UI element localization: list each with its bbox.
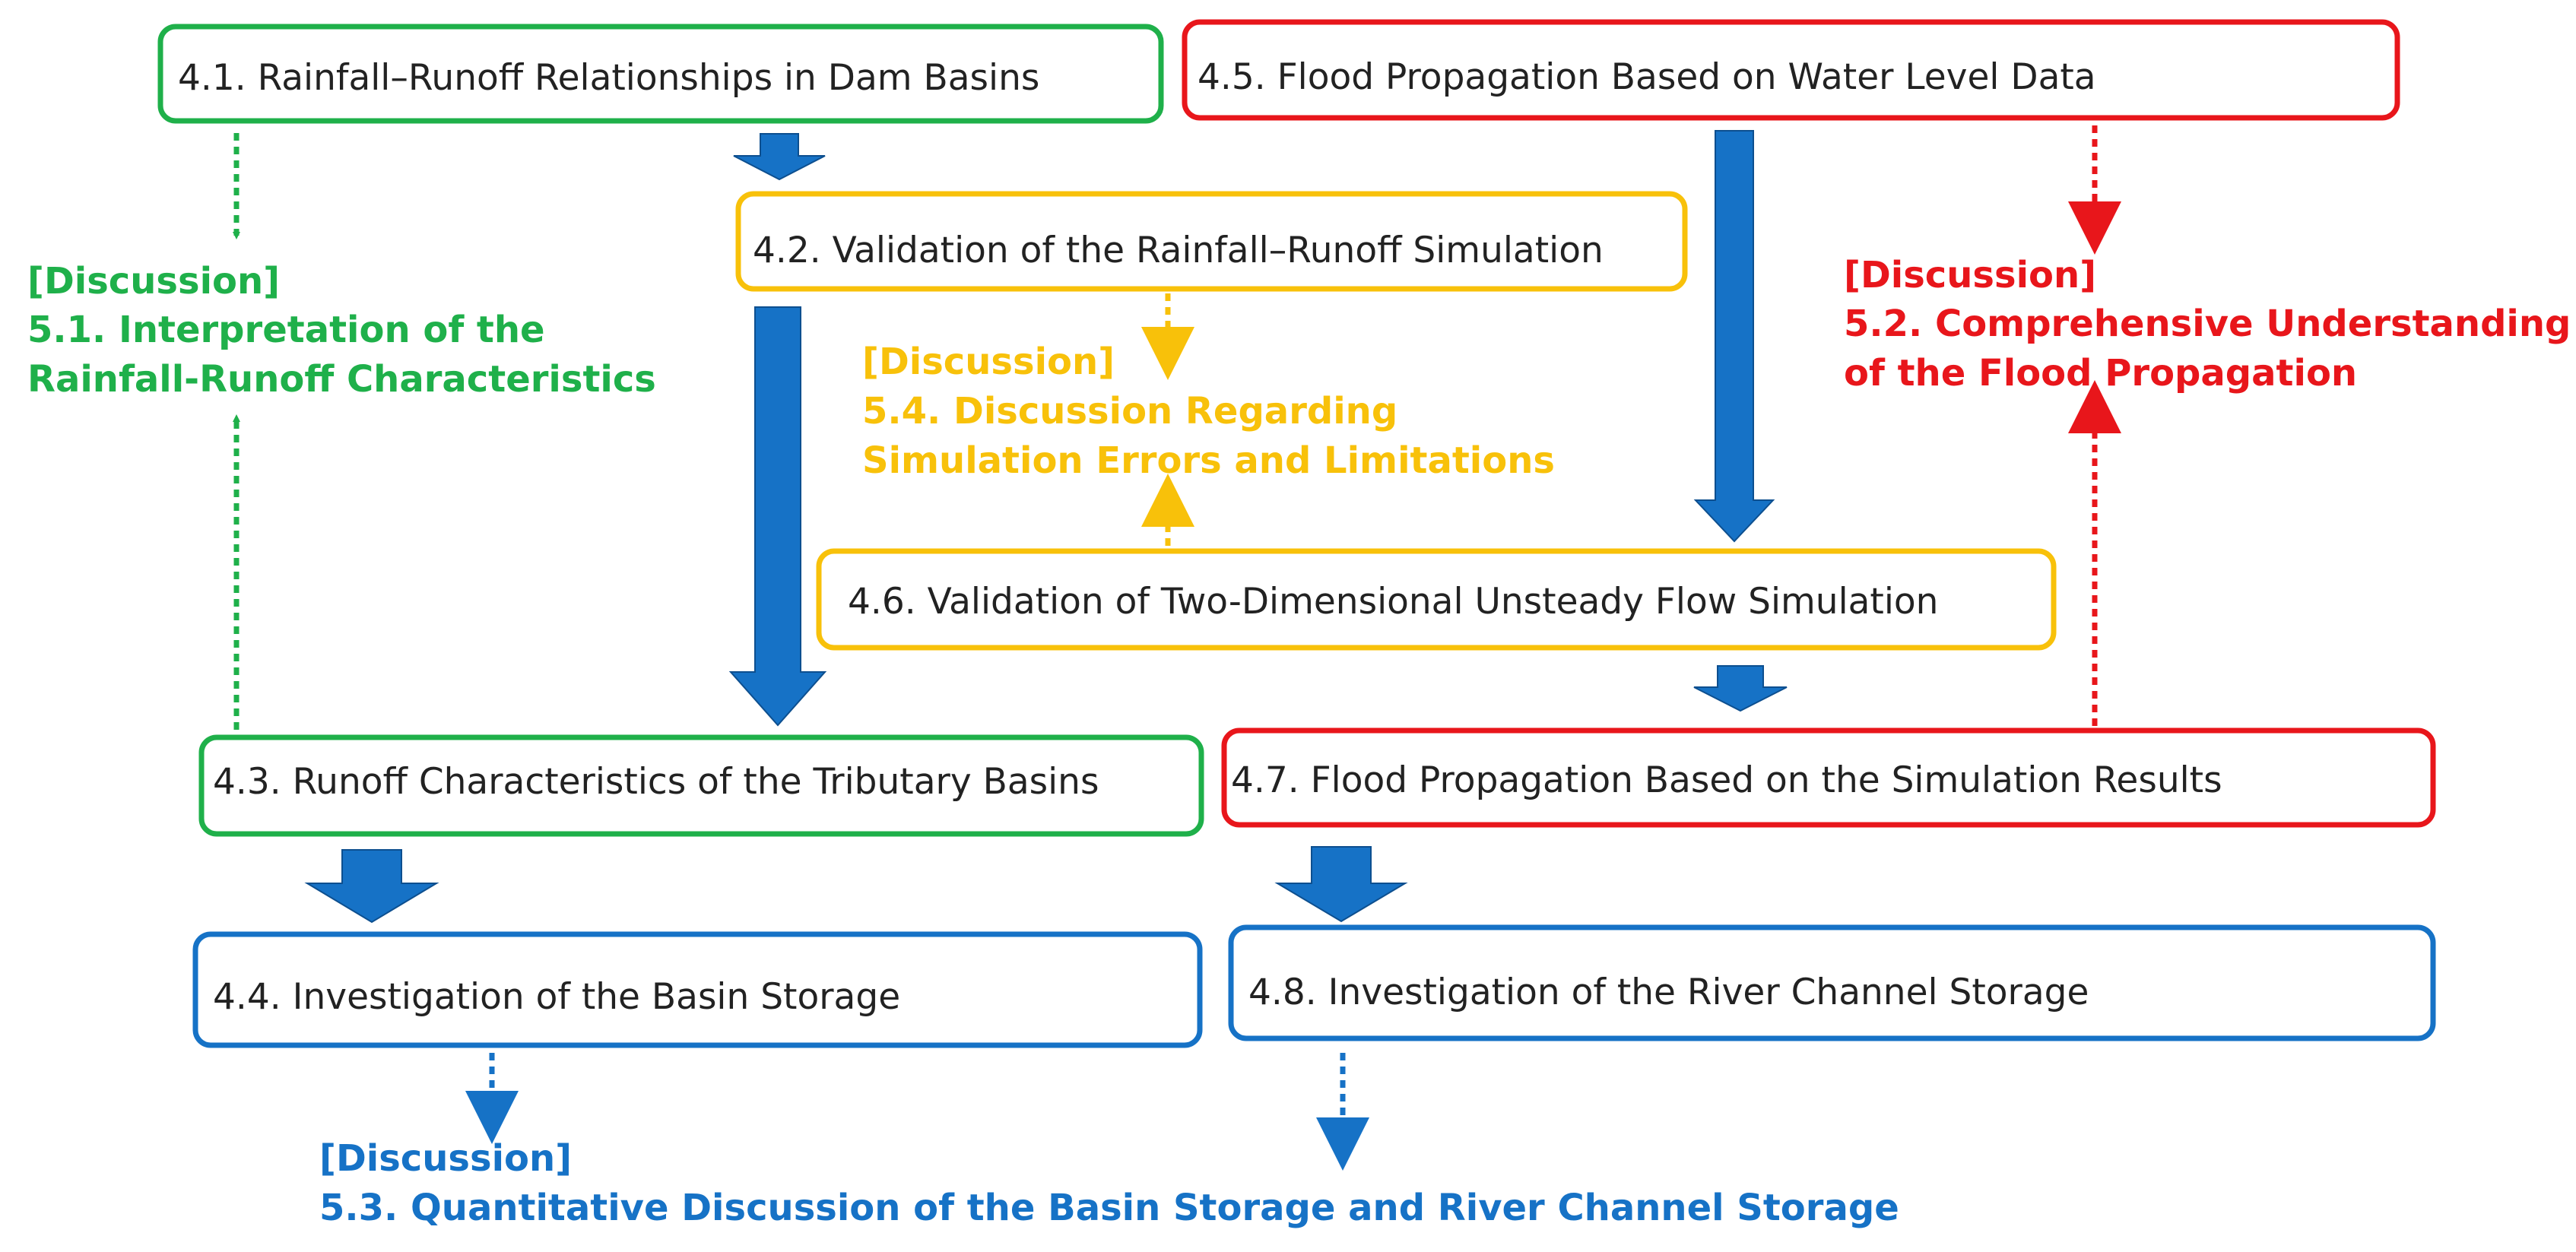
box-4-5-label: 4.5. Flood Propagation Based on Water Le… [1198, 56, 2096, 98]
box-4-3-label: 4.3. Runoff Characteristics of the Tribu… [213, 761, 1099, 803]
discussion-5-1-tag: [Discussion] [27, 260, 280, 303]
box-4-6-label: 4.6. Validation of Two-Dimensional Unste… [848, 581, 1938, 623]
discussion-5-1-line1: 5.1. Interpretation of the [27, 309, 545, 351]
box-4-4-label: 4.4. Investigation of the Basin Storage [213, 976, 900, 1018]
box-4-1-label: 4.1. Rainfall–Runoff Relationships in Da… [178, 57, 1039, 99]
arrow-4-3-to-4-4 [304, 849, 439, 924]
box-4-4: 4.4. Investigation of the Basin Storage [192, 931, 1203, 1048]
arrow-4-5-to-4-6 [1693, 130, 1775, 543]
box-4-8: 4.8. Investigation of the River Channel … [1228, 924, 2436, 1041]
box-4-1: 4.1. Rainfall–Runoff Relationships in Da… [157, 24, 1164, 124]
arrow-4-2-to-4-3 [728, 306, 827, 727]
discussion-5-3-line1: 5.3. Quantitative Discussion of the Basi… [319, 1187, 1899, 1229]
box-4-7: 4.7. Flood Propagation Based on the Simu… [1221, 727, 2436, 828]
discussion-5-4-line2: Simulation Errors and Limitations [862, 439, 1555, 482]
discussion-5-1-line2: Rainfall-Runoff Characteristics [27, 358, 656, 401]
discussion-5-4-line1: 5.4. Discussion Regarding [862, 390, 1397, 433]
arrow-4-1-to-4-2 [733, 133, 826, 181]
box-4-3: 4.3. Runoff Characteristics of the Tribu… [198, 734, 1204, 837]
box-4-8-label: 4.8. Investigation of the River Channel … [1248, 971, 2089, 1013]
arrow-4-6-to-4-7 [1693, 665, 1788, 712]
box-4-7-label: 4.7. Flood Propagation Based on the Simu… [1231, 759, 2222, 801]
box-4-5: 4.5. Flood Propagation Based on Water Le… [1182, 19, 2400, 121]
discussion-5-1: [Discussion] 5.1. Interpretation of the … [27, 260, 656, 401]
discussion-5-2-line2: of the Flood Propagation [1844, 352, 2357, 395]
discussion-5-4-tag: [Discussion] [862, 341, 1115, 383]
discussion-5-3-tag: [Discussion] [319, 1137, 572, 1180]
arrow-4-7-to-4-8 [1274, 846, 1408, 923]
discussion-5-2-line1: 5.2. Comprehensive Understanding [1844, 303, 2571, 345]
box-4-6: 4.6. Validation of Two-Dimensional Unste… [816, 548, 2057, 651]
discussion-5-2: [Discussion] 5.2. Comprehensive Understa… [1844, 254, 2571, 395]
discussion-5-2-tag: [Discussion] [1844, 254, 2096, 296]
box-4-2-label: 4.2. Validation of the Rainfall–Runoff S… [753, 230, 1604, 271]
box-4-2: 4.2. Validation of the Rainfall–Runoff S… [735, 191, 1688, 292]
discussion-5-3: [Discussion] 5.3. Quantitative Discussio… [319, 1137, 1899, 1229]
discussion-5-4: [Discussion] 5.4. Discussion Regarding S… [862, 341, 1555, 482]
